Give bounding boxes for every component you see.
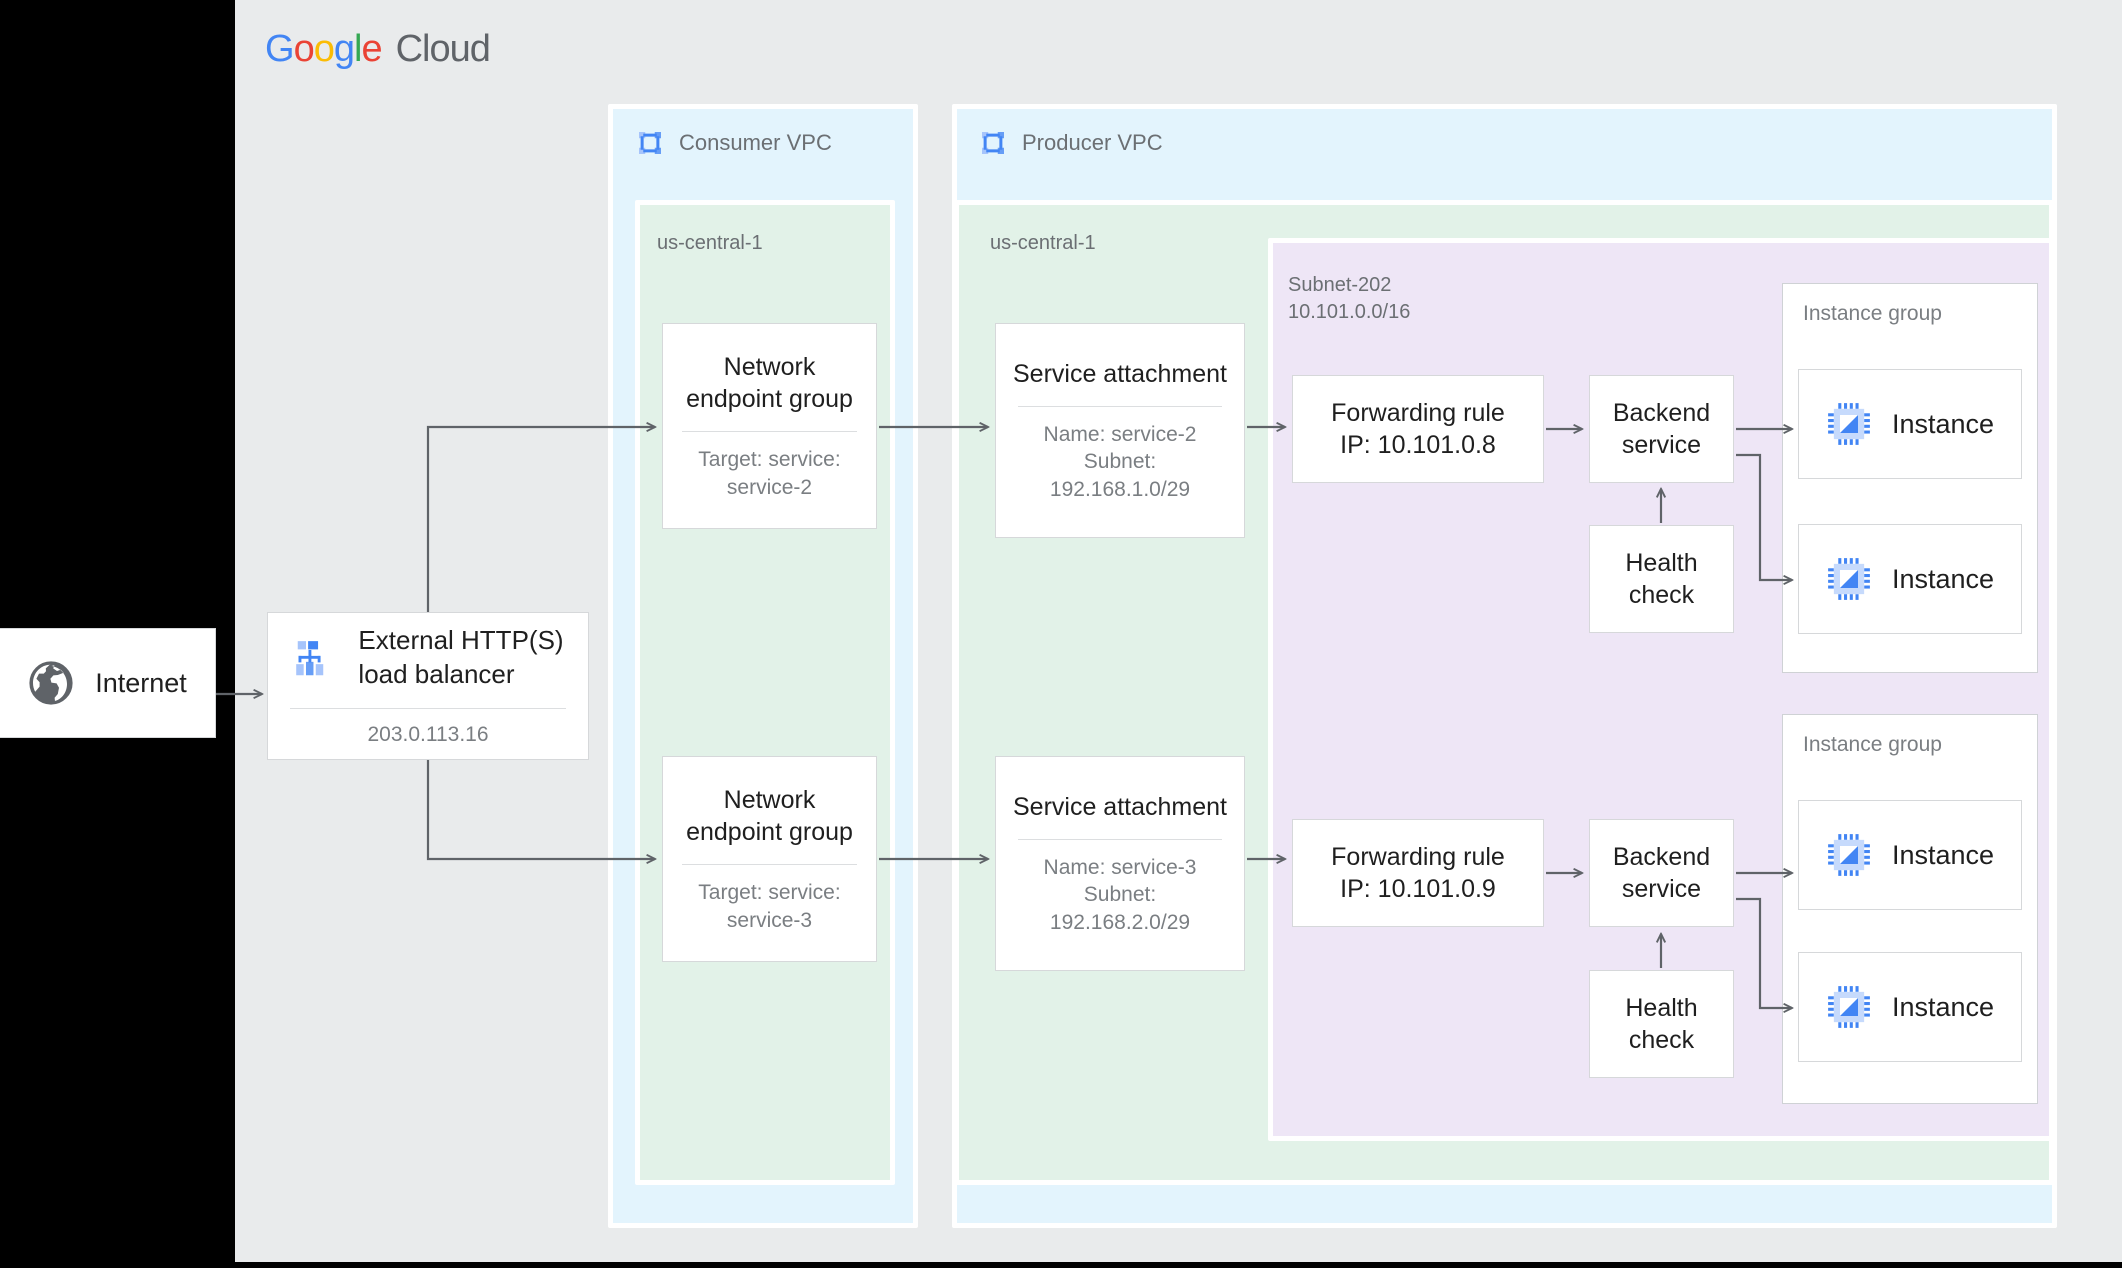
service-attachment-subtitle-2: Name: service-3 Subnet: 192.168.2.0/29 xyxy=(1043,856,1197,934)
logo-letter-g1: G xyxy=(265,28,295,70)
neg-subtitle-1: Target: service: service-2 xyxy=(698,448,841,499)
producer-vpc-header: Producer VPC xyxy=(978,128,1163,158)
producer-region-label: us-central-1 xyxy=(990,232,1096,254)
forwarding-rule-card-2[interactable]: Forwarding rule IP: 10.101.0.9 xyxy=(1292,819,1544,927)
instance-label-2a: Instance xyxy=(1891,839,1995,870)
consumer-vpc-title: Consumer VPC xyxy=(679,130,832,155)
service-attachment-title-1: Service attachment xyxy=(1013,360,1227,389)
instance-icon xyxy=(1828,834,1870,876)
forwarding-rule-text-1: Forwarding rule IP: 10.101.0.8 xyxy=(1331,399,1505,459)
instance-group-label-2: Instance group xyxy=(1803,733,1942,756)
neg-title-1: Network endpoint group xyxy=(686,353,853,414)
backend-service-card-1[interactable]: Backend service xyxy=(1589,375,1734,483)
backend-service-card-2[interactable]: Backend service xyxy=(1589,819,1734,927)
network-endpoint-group-card-2[interactable]: Network endpoint group Target: service: … xyxy=(662,756,877,962)
logo-letter-o1: o xyxy=(293,28,315,70)
service-attachment-card-1[interactable]: Service attachment Name: service-2 Subne… xyxy=(995,323,1245,538)
logo-letter-l: l xyxy=(353,28,363,70)
health-check-text-1: Health check xyxy=(1625,549,1698,609)
health-check-card-2[interactable]: Health check xyxy=(1589,970,1734,1078)
logo-letter-o2: o xyxy=(313,28,335,70)
backend-service-text-1: Backend service xyxy=(1612,399,1711,459)
load-balancer-icon xyxy=(296,640,324,676)
forwarding-rule-text-2: Forwarding rule IP: 10.101.0.9 xyxy=(1331,843,1505,903)
card-divider xyxy=(1018,406,1222,408)
instance-card-1b[interactable]: Instance xyxy=(1798,524,2022,634)
health-check-text-2: Health check xyxy=(1625,994,1698,1054)
google-cloud-logo: Google Cloud xyxy=(265,28,491,71)
internet-label: Internet xyxy=(95,667,187,698)
instance-label-1b: Instance xyxy=(1891,563,1995,594)
service-attachment-title-2: Service attachment xyxy=(1013,793,1227,822)
backend-service-text-2: Backend service xyxy=(1612,843,1711,903)
consumer-region-label: us-central-1 xyxy=(657,232,763,254)
instance-card-1a[interactable]: Instance xyxy=(1798,369,2022,479)
load-balancer-title: External HTTP(S) load balancer xyxy=(358,625,564,689)
vpc-icon xyxy=(639,132,661,154)
neg-subtitle-2: Target: service: service-3 xyxy=(698,881,841,932)
load-balancer-card[interactable]: External HTTP(S) load balancer 203.0.113… xyxy=(267,612,589,760)
instance-label-1a: Instance xyxy=(1891,408,1995,439)
neg-title-2: Network endpoint group xyxy=(686,786,853,847)
load-balancer-ip: 203.0.113.16 xyxy=(367,722,489,746)
instance-icon xyxy=(1828,403,1870,445)
card-divider xyxy=(682,864,857,866)
globe-icon xyxy=(29,661,73,705)
service-attachment-card-2[interactable]: Service attachment Name: service-3 Subne… xyxy=(995,756,1245,971)
instance-card-2b[interactable]: Instance xyxy=(1798,952,2022,1062)
forwarding-rule-card-1[interactable]: Forwarding rule IP: 10.101.0.8 xyxy=(1292,375,1544,483)
logo-word-cloud: Cloud xyxy=(395,28,491,70)
instance-group-label-1: Instance group xyxy=(1803,302,1942,325)
instance-icon xyxy=(1828,986,1870,1028)
service-attachment-subtitle-1: Name: service-2 Subnet: 192.168.1.0/29 xyxy=(1043,423,1197,501)
network-endpoint-group-card-1[interactable]: Network endpoint group Target: service: … xyxy=(662,323,877,529)
subnet-202-label: Subnet-202 10.101.0.0/16 xyxy=(1288,274,1411,323)
instance-card-2a[interactable]: Instance xyxy=(1798,800,2022,910)
logo-letter-e: e xyxy=(361,28,382,70)
producer-vpc-title: Producer VPC xyxy=(1022,130,1163,155)
instance-label-2b: Instance xyxy=(1891,991,1995,1022)
logo-letter-g2: g xyxy=(333,28,355,70)
load-balancer-header: External HTTP(S) load balancer xyxy=(270,624,585,692)
instance-icon xyxy=(1828,558,1870,600)
vpc-icon xyxy=(982,132,1004,154)
card-divider xyxy=(1018,839,1222,841)
consumer-vpc-header: Consumer VPC xyxy=(635,128,832,158)
card-divider xyxy=(290,707,566,709)
health-check-card-1[interactable]: Health check xyxy=(1589,525,1734,633)
internet-card[interactable]: Internet xyxy=(0,628,216,738)
card-divider xyxy=(682,431,857,433)
